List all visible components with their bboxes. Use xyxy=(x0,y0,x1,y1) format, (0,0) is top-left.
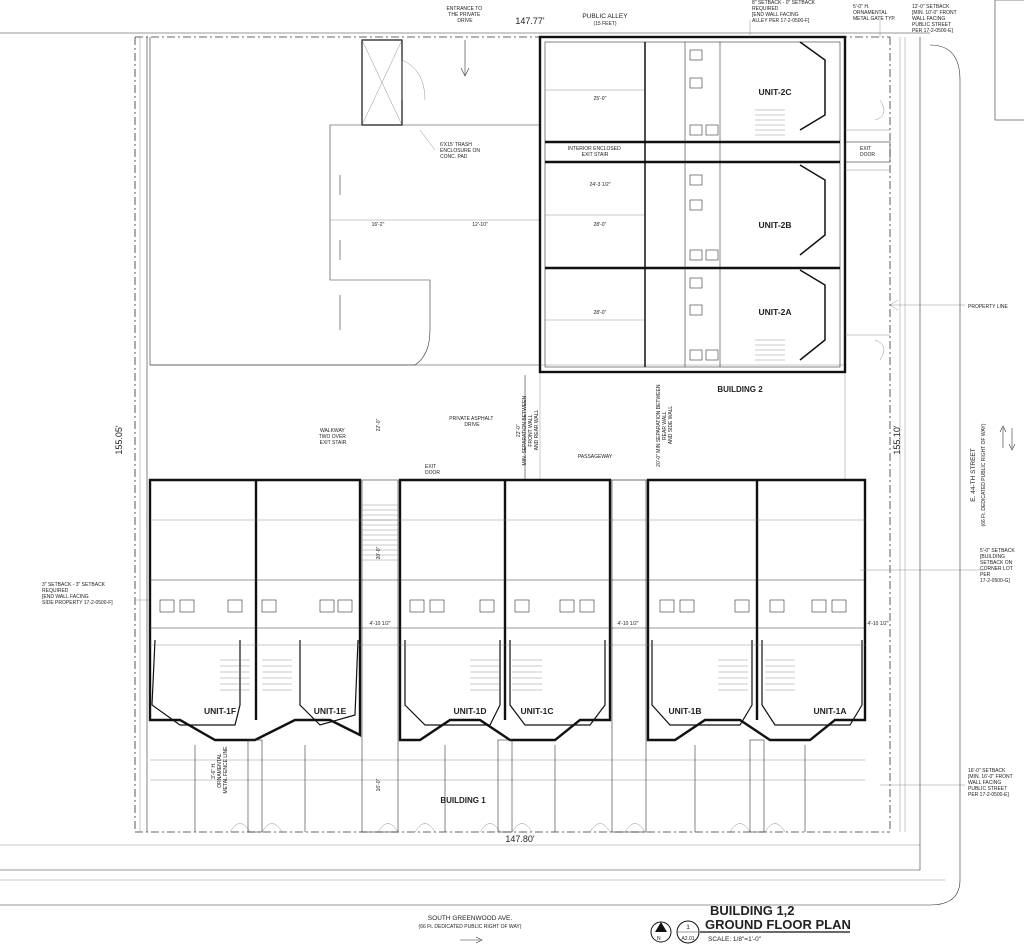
trash-note: 6'X15' TRASH ENCLOSURE ON CONC. PAD xyxy=(440,142,481,160)
ornamental-gate-note: 5'-0" H. ORNAMENTAL METAL GATE TYP. xyxy=(853,4,896,22)
east-street-sub: (66 Ft. DEDICATED PUBLIC RIGHT OF WAY) xyxy=(981,423,987,526)
dim-drive-a: 16'-2" xyxy=(372,222,385,228)
public-alley-sub: (15 FEET) xyxy=(593,21,616,27)
east-street-label: E. 44-TH STREET xyxy=(970,448,977,501)
title-detail-number: 1 xyxy=(686,924,690,931)
building-1-label: BUILDING 1 xyxy=(440,796,486,805)
dim-court-a: 22'-0" xyxy=(376,418,382,431)
svg-text:N: N xyxy=(657,936,661,942)
leaders xyxy=(135,20,985,832)
building-2-label: BUILDING 2 xyxy=(717,385,763,394)
unit-2a-label: UNIT-2A xyxy=(758,307,791,317)
dim-unit-depth-b: 24'-3 1/2" xyxy=(589,182,610,188)
separation-note-1: 22'-0" MIN. SEPARATION BETWEEN FRONT WAL… xyxy=(516,395,540,466)
asphalt-note: PRIVATE ASPHALT DRIVE xyxy=(449,416,494,428)
south-street-label: SOUTH GREENWOOD AVE. xyxy=(428,915,513,922)
svg-text:20'-0" MIN SEPARATION BETWEEN: 20'-0" MIN SEPARATION BETWEEN REAR WALL … xyxy=(656,383,674,467)
public-alley-label: PUBLIC ALLEY xyxy=(582,13,628,20)
dim-left: 155.05' xyxy=(114,425,124,455)
dim-bottom: 147.80' xyxy=(505,834,535,844)
north-arrow-icon: N xyxy=(650,921,672,943)
parking-area xyxy=(149,37,846,481)
south-street-sub: (66 Ft. DEDICATED PUBLIC RIGHT OF WAY) xyxy=(419,924,522,930)
setback-corner-note: 5'-0" SETBACK [BUILDING SETBACK ON CORNE… xyxy=(980,548,1016,584)
setback-top-note: 8" SETBACK - 0" SETBACK REQUIRED [END WA… xyxy=(752,0,816,24)
svg-text:22'-0" MIN. SEPARATION B: 22'-0" MIN. SEPARATION BETWEEN FRONT WAL… xyxy=(516,395,540,466)
dim-court-b: 20'-0" xyxy=(376,546,382,559)
walkway-note: WALKWAY TWO OVER EXIT STAIR xyxy=(319,428,348,446)
fence-note: 3'-6" H. ORNAMENTAL METAL FENCE LINE xyxy=(211,746,229,794)
exit-door-1-note: EXIT DOOR xyxy=(425,464,440,476)
building-2 xyxy=(538,35,891,374)
dim-setback-south: 16'-0" xyxy=(376,778,382,791)
unit-2b-label: UNIT-2B xyxy=(758,220,791,230)
title-scale: SCALE: 1/8"=1'-0" xyxy=(708,936,762,943)
unit-1d-label: UNIT-1D xyxy=(453,706,486,716)
svg-text:3'-6" H. ORNAMENTAL: 3'-6" H. ORNAMENTAL METAL FENCE LINE xyxy=(211,746,229,794)
title-sheet-number: A2.01 xyxy=(681,936,694,942)
title-block: N 1 A2.01 BUILDING 1,2 GROUND FLOOR PLAN… xyxy=(650,903,851,944)
dim-right: 155.10' xyxy=(892,425,902,455)
setback-front-bottom-note: 16'-0" SETBACK [MIN. 16'-0" FRONT WALL F… xyxy=(968,768,1014,798)
setback-front-top-note: 12'-0" SETBACK [MIN. 10'-0" FRONT WALL F… xyxy=(912,4,958,34)
unit-1f-label: UNIT-1F xyxy=(204,706,236,716)
dim-unit-depth-d: 28'-0" xyxy=(594,310,607,316)
passageway-note: PASSAGEWAY xyxy=(578,454,613,460)
dim-gap-c: 4'-10 1/2" xyxy=(867,621,888,627)
dim-unit-depth-c: 28'-0" xyxy=(594,222,607,228)
dim-unit-depth-a: 25'-0" xyxy=(594,96,607,102)
dim-top: 147.77' xyxy=(515,16,545,26)
unit-1e-label: UNIT-1E xyxy=(314,706,347,716)
unit-2c-label: UNIT-2C xyxy=(758,87,791,97)
entrance-note: ENTRANCE TO THE PRIVATE DRIVE xyxy=(446,6,483,24)
dim-gap-a: 4'-10 1/2" xyxy=(369,621,390,627)
building-1 xyxy=(148,478,867,833)
unit-1b-label: UNIT-1B xyxy=(668,706,701,716)
exit-door-2-note: EXIT DOOR xyxy=(860,146,875,158)
separation-note-2: 20'-0" MIN SEPARATION BETWEEN REAR WALL … xyxy=(656,383,674,467)
unit-1a-label: UNIT-1A xyxy=(813,706,846,716)
street-direction-arrows xyxy=(460,425,1016,944)
unit-1c-label: UNIT-1C xyxy=(520,706,553,716)
property-line-note: PROPERTY LINE xyxy=(968,304,1008,310)
title-line-2: GROUND FLOOR PLAN xyxy=(705,917,851,932)
title-line-1: BUILDING 1,2 xyxy=(710,903,795,918)
interior-stair-note: INTERIOR ENCLOSED EXIT STAIR xyxy=(568,146,622,158)
dim-gap-b: 4'-10 1/2" xyxy=(617,621,638,627)
dim-drive-b: 12'-10" xyxy=(472,222,488,228)
setback-left-note: 3" SETBACK - 3" SETBACK REQUIRED [END WA… xyxy=(42,582,113,606)
